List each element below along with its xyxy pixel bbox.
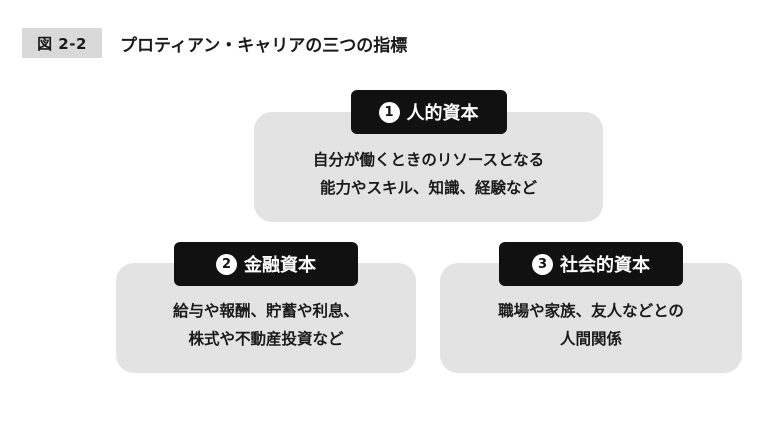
description-line: 職場や家族、友人などとの — [498, 302, 684, 320]
node-social-capital: 3 社会的資本 職場や家族、友人などとの 人間関係 — [440, 242, 742, 373]
node-human-capital: 1 人的資本 自分が働くときのリソースとなる 能力やスキル、知識、経験など — [254, 90, 603, 222]
figure-number: 図 2-2 — [22, 28, 102, 58]
node-label: 2 金融資本 — [174, 242, 358, 286]
node-label: 1 人的資本 — [350, 90, 507, 134]
figure-title: プロティアン・キャリアの三つの指標 — [120, 35, 408, 56]
node-description-box: 給与や報酬、貯蓄や利息、 株式や不動産投資など — [116, 263, 416, 373]
number-badge: 3 — [532, 253, 553, 275]
description-line: 株式や不動産投資など — [188, 330, 344, 348]
node-label-text: 社会的資本 — [560, 255, 650, 276]
description-line: 自分が働くときのリソースとなる — [312, 151, 545, 169]
node-label: 3 社会的資本 — [499, 242, 683, 286]
node-label-text: 金融資本 — [244, 255, 316, 276]
description-line: 能力やスキル、知識、経験など — [319, 179, 537, 197]
description-line: 給与や報酬、貯蓄や利息、 — [172, 302, 359, 320]
description-line: 人間関係 — [559, 330, 622, 348]
node-label-text: 人的資本 — [406, 103, 479, 124]
number-badge: 1 — [378, 101, 400, 123]
number-badge: 2 — [216, 253, 237, 275]
node-financial-capital: 2 金融資本 給与や報酬、貯蓄や利息、 株式や不動産投資など — [116, 242, 416, 373]
